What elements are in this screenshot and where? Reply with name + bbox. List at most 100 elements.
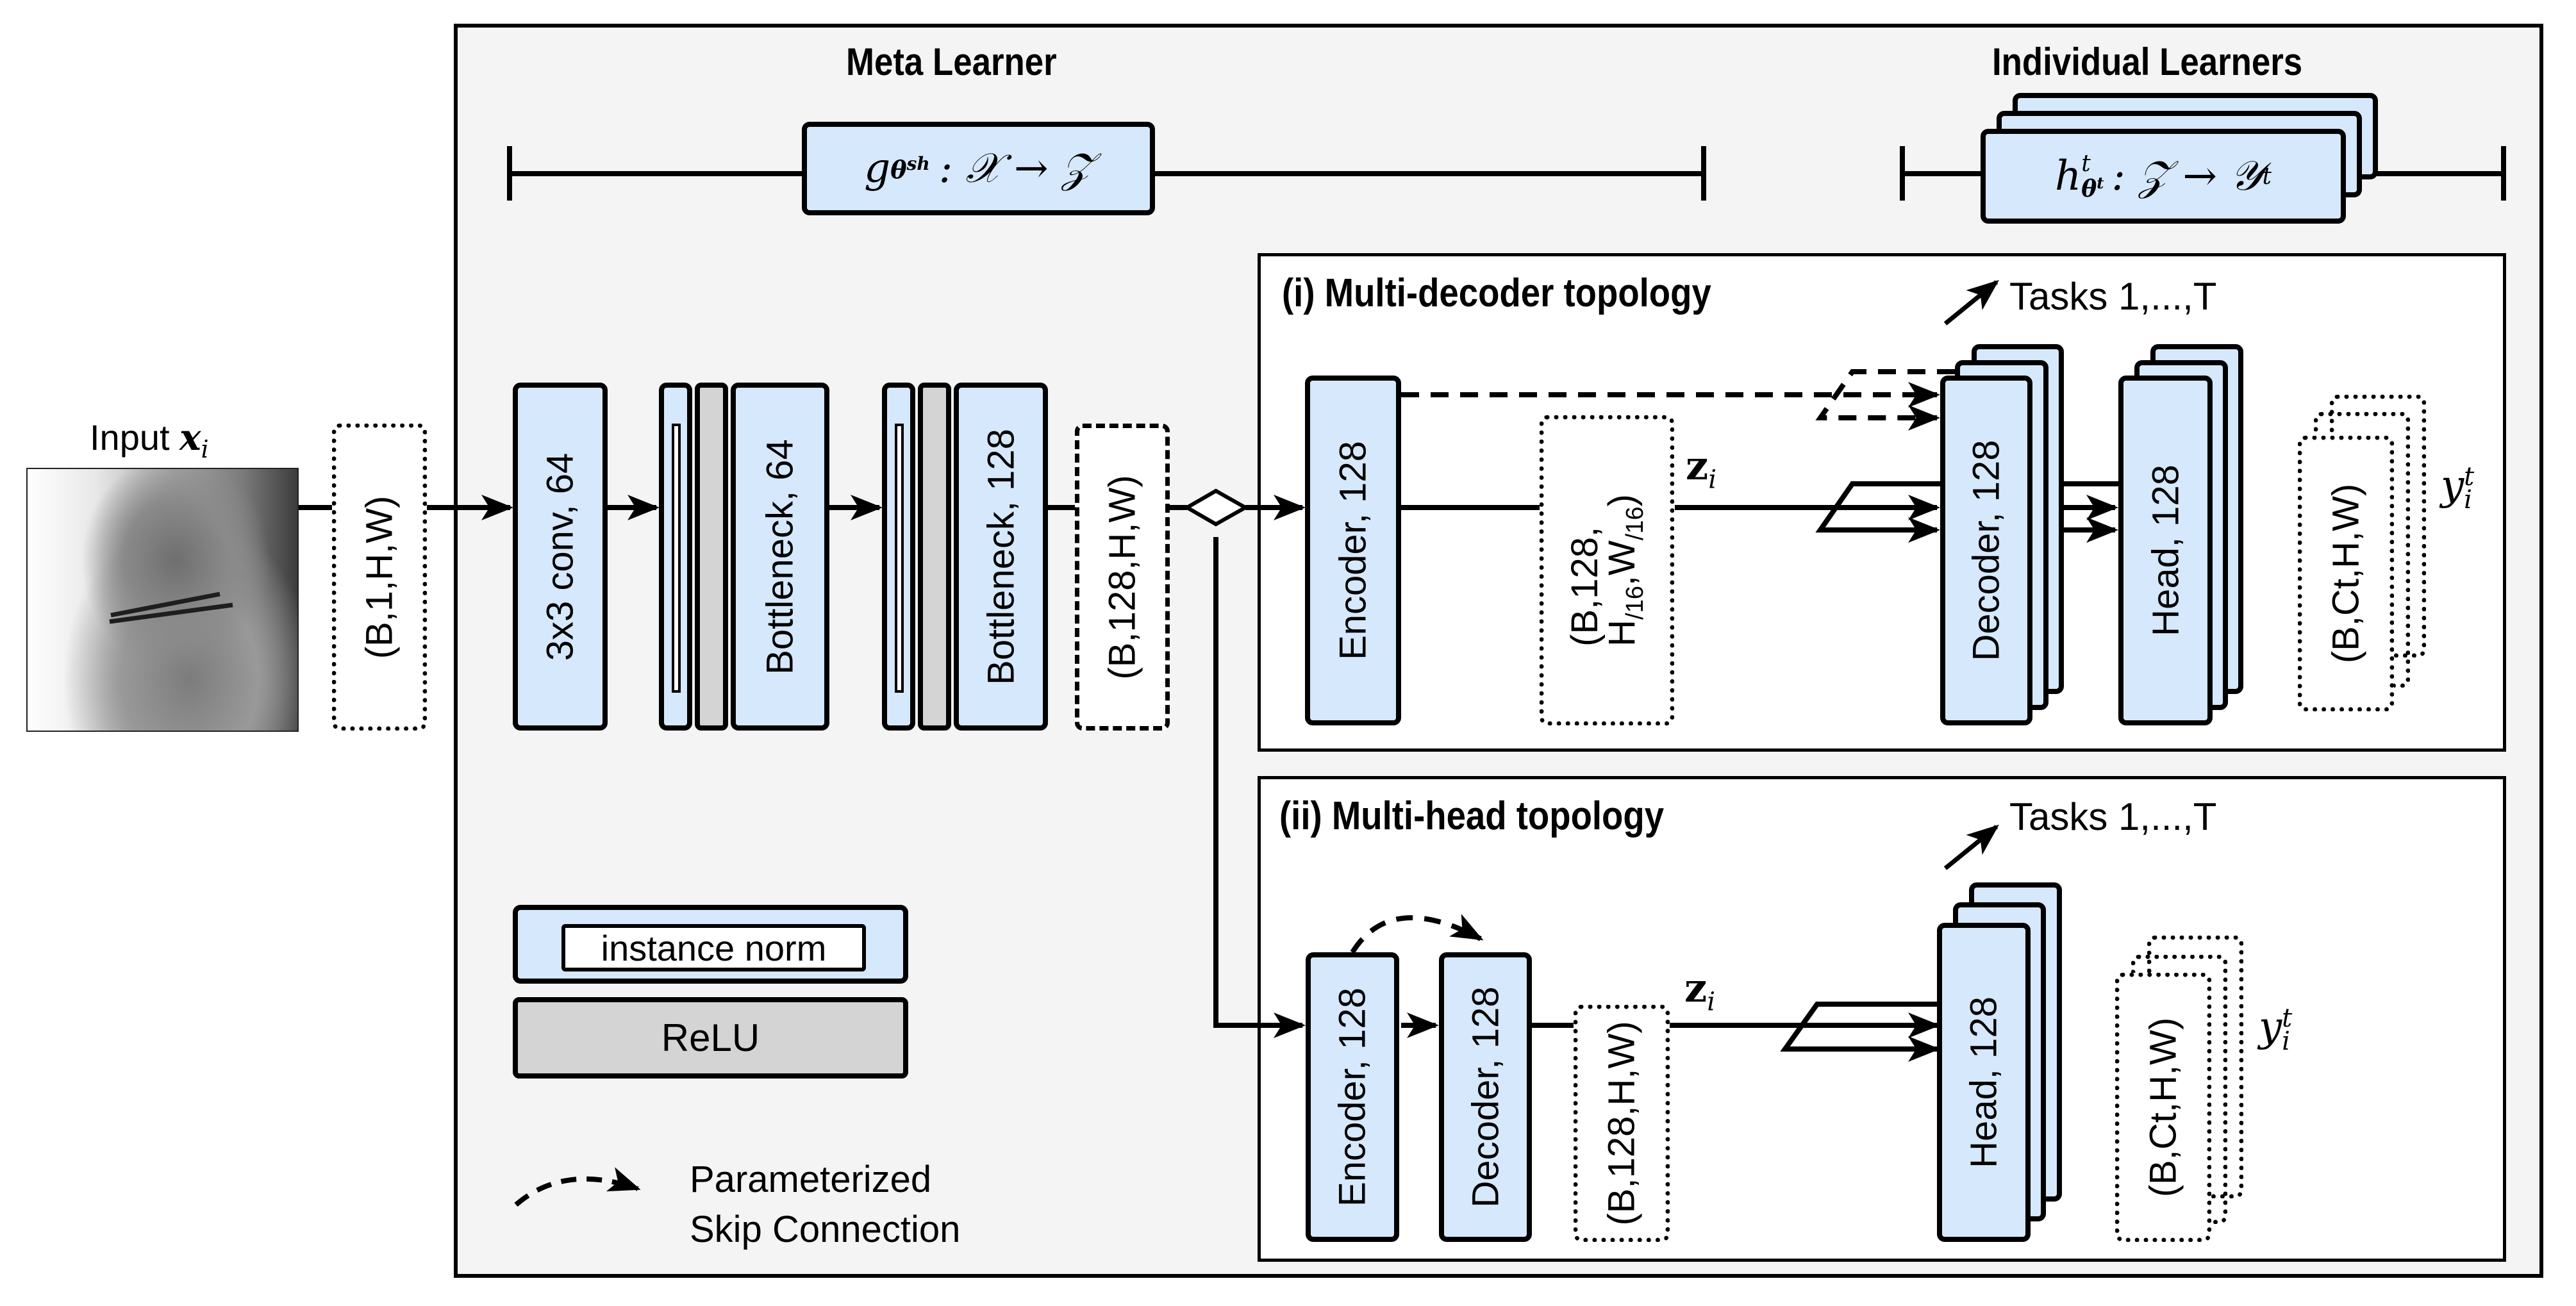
legend-relu-label: ReLU [661,1016,760,1059]
y-symbol-ii: y [2259,1004,2282,1051]
legend-skip-arrow [514,1167,641,1207]
h-symbol: h [2055,153,2082,200]
theta-t-sup: t [2097,173,2104,192]
legend-skip-label: Parameterized Skip Connection [690,1155,960,1255]
head-label-ii: Head, 128 [1963,996,2005,1168]
legend-instance-norm-label: instance norm [601,927,827,968]
branch-diamond [1183,488,1250,527]
multi-head-title: (ii) Multi-head topology [1279,794,1665,838]
latent-shape-line1: (B,128, [1564,526,1606,647]
decoder-label-ii: Decoder, 128 [1465,986,1506,1208]
individual-learners-title: Individual Learners [1992,40,2303,83]
relu-block-1 [695,383,728,731]
instance-norm-block-1 [659,383,692,731]
g-symbol: g [864,145,891,192]
input-subscript: i [201,435,209,464]
y-sub-ii: i [2282,1027,2290,1057]
y-sub-i: i [2464,485,2472,515]
y-symbol-i: y [2441,462,2464,509]
legend-instance-norm-inner: instance norm [561,924,866,971]
instance-norm-inner-1 [672,424,681,693]
instance-norm-inner-2 [895,424,904,693]
latent-w: W [1601,540,1643,576]
latent-shape-box-ii: (B,128,H,W) [1574,1005,1670,1242]
decoder-label-i: Decoder, 128 [1965,440,2007,661]
bottleneck128-block: Bottleneck, 128 [954,383,1048,731]
meta-learner-title: Meta Learner [846,40,1057,83]
tasks-label-i: Tasks 1,...,T [2009,275,2217,318]
z-sub-i: i [1708,465,1717,495]
output-shape-box-i: (B,Ct,H,W) [2298,436,2394,711]
skip-connection-i [1401,369,1955,431]
surgical-pins-icon [109,591,233,624]
latent-h: H [1601,619,1643,647]
output-shape-text-i: (B,Ct,H,W) [2325,483,2367,664]
latent-close: ) [1601,494,1643,507]
legend-skip-line2: Skip Connection [690,1209,961,1251]
theta-sup: sh [906,153,930,174]
y-sup-ii: t [2282,1004,2293,1034]
multi-decoder-title: (i) Multi-decoder topology [1282,271,1711,315]
output-shape-text-ii: (B,Ct,H,W) [2142,1017,2184,1198]
skip-connection-ii [1350,914,1484,954]
theta-symbol: θ [890,155,907,185]
h-sup: t [2081,150,2091,177]
latent-shape-box-i: (B,128, H/16,W/16) [1540,415,1674,725]
encoder-block-ii: Encoder, 128 [1306,952,1399,1242]
latent-w-sub: /16 [1621,506,1649,541]
latent-symbol-ii: zi [1684,964,1715,1016]
legend-instance-norm-block: instance norm [513,905,908,984]
input-symbol: x [179,417,201,459]
bottleneck64-block: Bottleneck, 64 [731,383,829,731]
tasks-arrow-i [1943,279,1999,326]
h-scripts: t θt [2081,150,2104,203]
input-shape-text: (B,1,H,W) [358,495,401,659]
theta-subscript: θsh [890,153,929,185]
meta-output-shape-text: (B,128,H,W) [1101,474,1143,680]
legend-skip-line1: Parameterized [690,1159,932,1200]
conv3x3-block: 3x3 conv, 64 [513,383,608,731]
latent-shape-text-ii: (B,128,H,W) [1600,1021,1643,1226]
decoder-block-ii: Decoder, 128 [1439,952,1532,1242]
theta-t-symbol: θ [2081,175,2097,203]
output-shape-box-ii: (B,Ct,H,W) [2115,973,2211,1242]
input-label-text: Input [90,417,170,458]
knee-xray-image [26,468,299,732]
latent-shape-line2: H/16,W/16) [1601,494,1649,647]
encoder-block-i: Encoder, 128 [1305,376,1401,725]
z-symbol-i: z [1686,442,1709,489]
tasks-label-ii: Tasks 1,...,T [2009,795,2217,838]
head-block-i: Head, 128 [2118,376,2213,725]
wire-diamond-to-encoder-ii [1213,537,1306,1038]
bottleneck128-label: Bottleneck, 128 [980,428,1022,685]
latent-symbol-i: zi [1686,442,1716,494]
instance-norm-block-2 [882,383,915,731]
meta-mapping-text: : 𝒳 → 𝒵 [938,145,1093,192]
individual-mapping-text: : 𝒵 → 𝒴 [2111,153,2263,200]
head-block-ii: Head, 128 [1937,923,2031,1242]
relu-block-2 [918,383,951,731]
z-sub-ii: i [1707,987,1716,1017]
meta-output-shape-box: (B,128,H,W) [1075,424,1170,731]
latent-h-sub: /16 [1621,586,1649,620]
encoder-label-i: Encoder, 128 [1332,441,1374,660]
y-sup-i: t [2464,462,2475,492]
bottleneck64-label: Bottleneck, 64 [759,438,801,675]
input-label: Input xi [90,417,209,463]
head-label-i: Head, 128 [2145,465,2186,636]
tasks-arrow-ii [1943,824,1999,870]
input-shape-box: (B,1,H,W) [332,424,427,731]
legend-relu-block: ReLU [513,997,908,1079]
latent-shape-text-i: (B,128, H/16,W/16) [1564,494,1649,647]
decoder-block-i: Decoder, 128 [1940,376,2032,725]
y-t-sup: t [2262,163,2272,190]
encoder-label-ii: Encoder, 128 [1331,988,1374,1207]
conv3x3-label: 3x3 conv, 64 [539,452,581,661]
